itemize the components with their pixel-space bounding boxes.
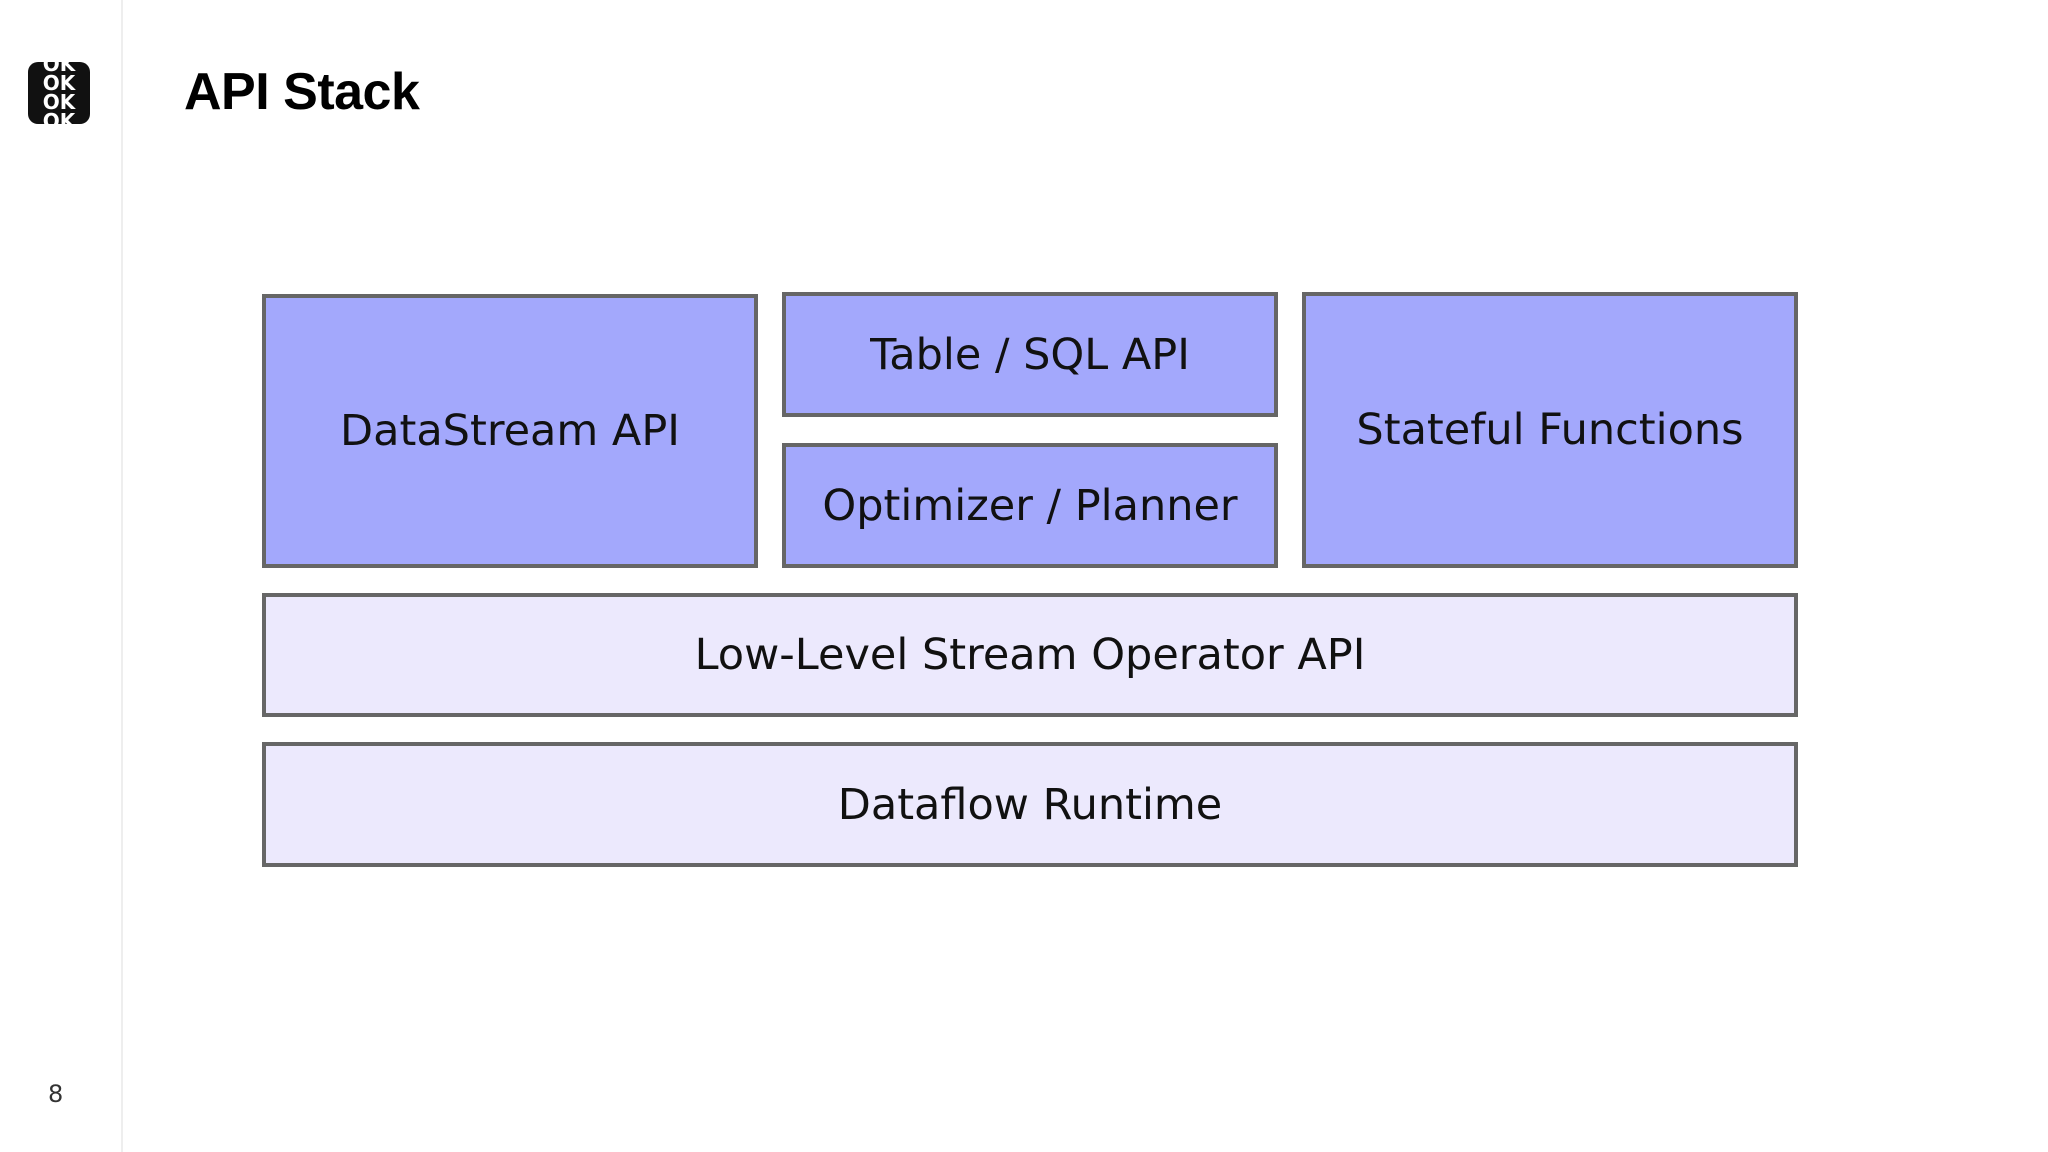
page-number: 8 xyxy=(48,1080,64,1108)
stateful-functions-block: Stateful Functions xyxy=(1302,292,1798,568)
table-sql-api-block: Table / SQL API xyxy=(782,292,1278,417)
brand-logo: OK OK OK OK xyxy=(28,62,90,124)
low-level-stream-operator-api-block: Low-Level Stream Operator API xyxy=(262,593,1798,717)
datastream-api-block: DataStream API xyxy=(262,294,758,568)
logo-text-line: OK xyxy=(42,62,76,76)
sidebar-divider xyxy=(121,0,123,1152)
logo-text-line: OK xyxy=(42,90,76,114)
page-title: API Stack xyxy=(184,63,420,121)
logo-text-line: OK xyxy=(42,71,76,95)
optimizer-planner-block: Optimizer / Planner xyxy=(782,443,1278,568)
logo-text-line: OK xyxy=(42,109,76,124)
dataflow-runtime-block: Dataflow Runtime xyxy=(262,742,1798,867)
